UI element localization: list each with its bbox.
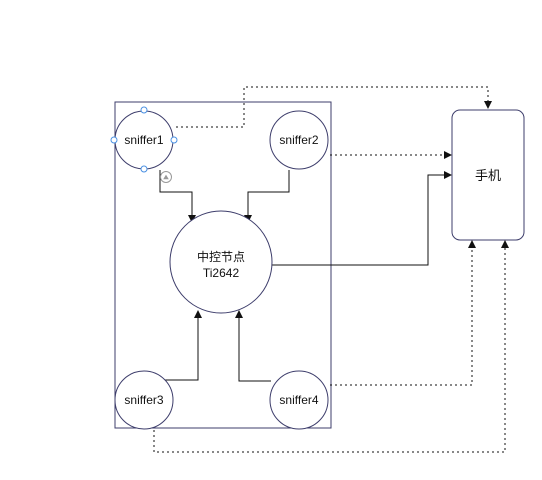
sniffer3-node[interactable] [114,370,174,430]
dotted-sniffer4-to-phone[interactable] [330,240,476,386]
connector-sniffer4-to-central[interactable] [235,310,271,382]
connector-central-to-phone[interactable] [272,171,452,266]
selection-handle-bottom[interactable] [140,165,148,173]
phone-node[interactable] [451,109,525,241]
selection-handle-right[interactable] [170,136,178,144]
sniffer4-label: sniffer4 [279,393,318,407]
dotted-sniffer3-to-phone[interactable] [153,240,509,453]
rotate-handle-icon[interactable] [160,171,172,183]
selection-handle-left[interactable] [110,136,118,144]
phone-label: 手机 [475,168,501,183]
connector-sniffer2-to-central[interactable] [244,170,290,223]
dotted-sniffer1-to-phone[interactable] [176,86,492,128]
sniffer3-label: sniffer3 [124,393,163,407]
connector-sniffer1-to-central[interactable] [159,170,196,223]
central-label-line2: Ti2642 [203,266,240,280]
sniffer2-node[interactable] [269,110,329,170]
sniffer4-node[interactable] [269,370,329,430]
connector-sniffer3-to-central[interactable] [160,310,202,381]
central-node[interactable] [169,210,273,314]
selection-handle-top[interactable] [140,106,148,114]
central-label-line1: 中控节点 [197,249,245,264]
sniffer1-label: sniffer1 [124,133,163,147]
sniffer2-label: sniffer2 [279,133,318,147]
